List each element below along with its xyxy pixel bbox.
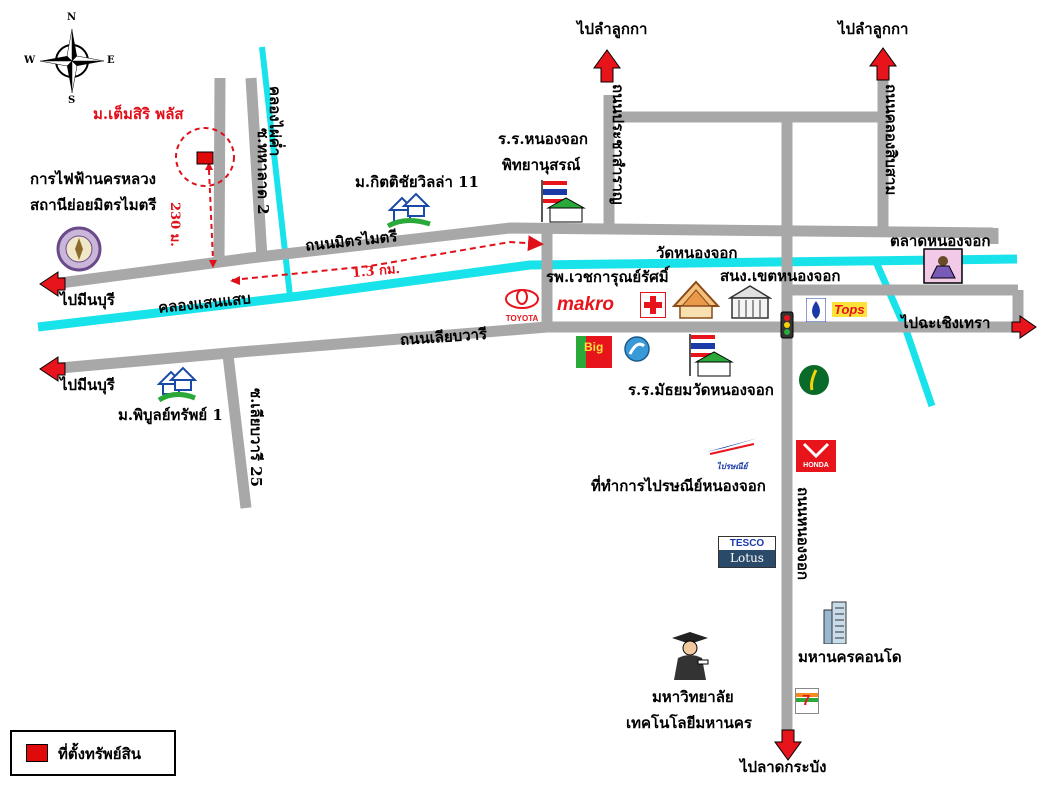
big-c-logo: Big [576,336,612,368]
place-district-office: สนง.เขตหนองจอก [720,267,841,285]
compass-west-label: W [24,55,36,66]
place-mahanakorn-condo: มหานครคอนโด [798,648,902,666]
compass-icon [39,28,105,94]
map-legend: ที่ตั้งทรัพย์สิน [10,730,176,776]
place-mattayom-school: ร.ร.มัธยมวัดหนองจอก [628,381,774,399]
honda-text: HONDA [803,462,829,469]
roads [59,77,1024,735]
legend-label: ที่ตั้งทรัพย์สิน [58,745,141,763]
thai-post-logo: ไปรษณีย์ [704,436,760,472]
distance-line-230m [208,169,214,261]
distance-line-1-3km [231,235,544,281]
compass-south-label: S [68,95,76,106]
road-property-soi [213,77,226,265]
place-kitchai-villa: ม.กิตติชัยวิลล่า 11 [355,173,479,191]
compass-east-label: E [107,55,115,66]
seven-eleven-logo: 7 [795,688,819,714]
big-c-text: Big [584,340,604,354]
bank-drop-icon [806,298,826,322]
place-university-line2: เทคโนโลยีมหานคร [626,714,752,732]
place-school-line1: ร.ร.หนองจอก [498,130,588,148]
electric-authority-seal-icon [56,226,102,272]
road-liab-wari-25-label: ซ.เลียบวารี 25 [247,388,265,488]
place-wat-nong-chok: วัดหนองจอก [656,244,738,262]
direction-min-buri-top: ไปมีนบุรี [60,291,115,309]
place-hospital: รพ.เวชการุณย์รัศมิ์ [546,268,669,286]
honda-logo: HONDA [796,440,836,472]
makro-logo: makro [557,294,615,315]
property-distance-label: 230 ม. [167,202,182,247]
distance-markers [205,162,544,285]
place-post-office: ที่ทำการไปรษณีย์หนองจอก [591,477,766,495]
road-ha-ta-lat-2 [245,77,268,259]
direction-lam-luk-ka-right: ไปลำลูกกา [838,20,909,38]
property-square [196,151,214,165]
canal-saen-saep [37,254,1018,332]
house-village-icon-2 [157,366,197,403]
property-name-label: ม.เต็มสิริ พลัส [93,105,184,123]
road-liab-wari-25 [222,354,252,509]
place-school-line2: พิทยานุสรณ์ [502,156,581,174]
place-electric-line1: การไฟฟ้านครหลวง [30,170,156,188]
hospital-cross-icon [640,292,666,318]
arrow-down-lat-krabang [774,729,802,761]
house-village-icon [386,192,431,229]
thai-post-text: ไปรษณีย์ [716,462,748,471]
direction-lat-krabang: ไปลาดกระบัง [740,758,827,776]
traffic-light-icon [780,311,794,339]
gas-station-logo-icon [799,365,829,395]
school-flag-icon-2 [689,334,734,377]
arrow-right-chachoengsao [1011,315,1037,339]
road-khlong-sip-sam-label: ถนนคลองสิบสาม [882,84,900,196]
direction-min-buri-bottom: ไปมีนบุรี [60,376,115,394]
bank-circle-icon [624,336,650,362]
tops-logo: Tops [832,302,867,317]
legend-property-swatch [26,744,48,762]
place-market: ตลาดหนองจอก [890,232,991,250]
district-office-icon [728,285,772,319]
direction-chachoengsao: ไปฉะเชิงเทรา [901,314,991,332]
place-electric-line2: สถานีย่อยมิตรไมตรี [30,196,157,214]
condo-building-icon [823,601,847,644]
compass-north-label: N [67,12,77,23]
market-icon [923,248,963,284]
direction-arrows [39,47,1037,761]
toyota-logo-icon: TOYOTA [500,288,544,323]
tesco-text: TESCO [719,537,775,550]
property-circle [175,127,235,187]
place-university-line1: มหาวิทยาลัย [652,688,734,706]
road-liab-wari [59,321,1018,374]
arrow-left-min-buri-bottom [39,356,66,382]
arrow-up-lam-luk-ka-right [869,47,897,81]
property-marker [175,127,235,187]
arrow-left-min-buri-top [39,271,66,297]
lotus-text: Lotus [719,550,775,567]
seven-eleven-text: 7 [802,692,811,709]
toyota-text: TOYOTA [505,314,539,323]
tesco-lotus-logo: TESCO Lotus [718,536,776,568]
direction-lam-luk-ka-left: ไปลำลูกกา [577,20,648,38]
school-flag-icon [541,180,586,223]
road-mittraphap [59,222,994,289]
graduate-icon [672,632,709,680]
road-pracha-samran-label: ถนนประชาสำราญ [609,84,627,205]
road-nong-chok-label: ถนนหนองจอก [794,487,812,580]
place-phibun-sap: ม.พิบูลย์ทรัพย์ 1 [118,406,223,424]
arrow-up-lam-luk-ka-left [593,49,621,83]
canal-kho-phai-label: คลองไผ่ค่ำ [266,86,284,157]
temple-icon [672,280,720,319]
